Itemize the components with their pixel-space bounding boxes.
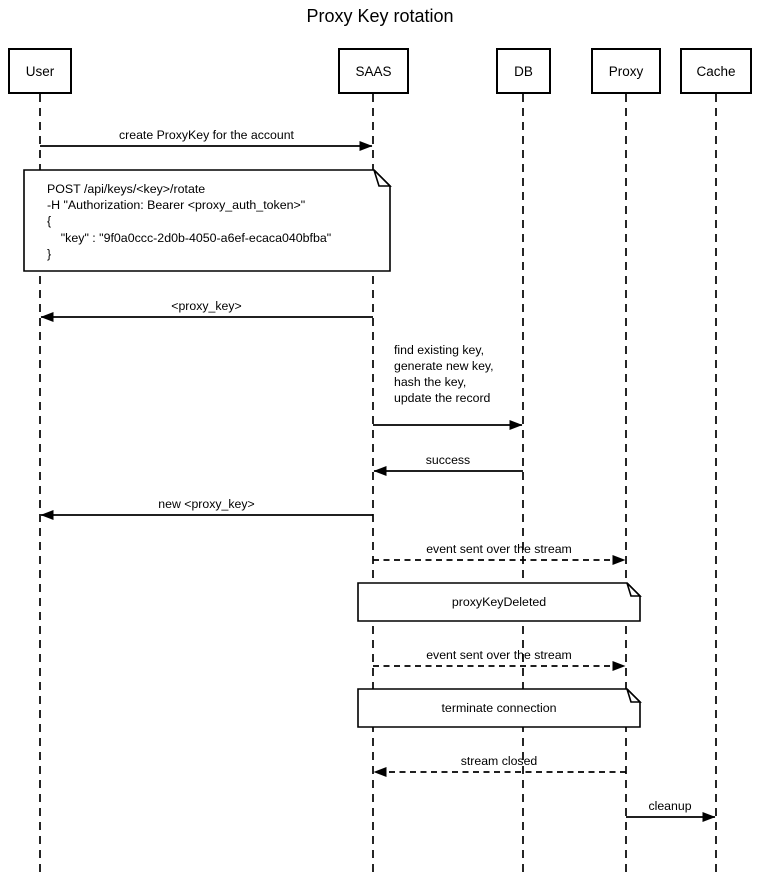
note-post-rotate-fold-icon [373,169,392,187]
note-terminate-fold-icon [626,688,642,703]
note-proxykeydeleted-shape [357,582,641,622]
note-post-rotate-shape [23,169,391,272]
message-label-proxy-key: <proxy_key> [171,299,242,313]
actor-box-user: User [8,48,72,94]
actor-box-db: DB [496,48,551,94]
actor-box-saas: SAAS [338,48,409,94]
note-proxykeydeleted-fold-icon [626,582,642,597]
actor-label-cache: Cache [696,63,736,79]
actor-label-saas: SAAS [355,63,392,79]
message-label-create-proxykey: create ProxyKey for the account [119,128,294,142]
actor-box-cache: Cache [680,48,752,94]
note-text-terminate-connection: terminate connection [441,700,557,715]
message-label-stream-closed: stream closed [460,754,538,768]
actor-label-db: DB [514,63,533,79]
message-label-new-proxy-key: new <proxy_key> [158,497,255,511]
note-text-proxykeydeleted: proxyKeyDeleted [451,594,547,609]
message-label-event-stream-1: event sent over the stream [426,542,572,556]
message-label-cleanup: cleanup [648,799,692,813]
note-terminate-shape [357,688,641,728]
message-label-update-record: find existing key, generate new key, has… [394,343,494,405]
actor-label-user: User [25,63,55,79]
diagram-title: Proxy Key rotation [306,6,454,26]
note-text-post-rotate: POST /api/keys/<key>/rotate -H "Authoriz… [47,182,332,261]
note-shapes [23,169,642,728]
message-label-success: success [425,453,471,467]
message-arrows [40,141,716,822]
actor-label-proxy: Proxy [608,63,644,79]
actor-box-proxy: Proxy [591,48,661,94]
message-label-event-stream-2: event sent over the stream [426,648,572,662]
